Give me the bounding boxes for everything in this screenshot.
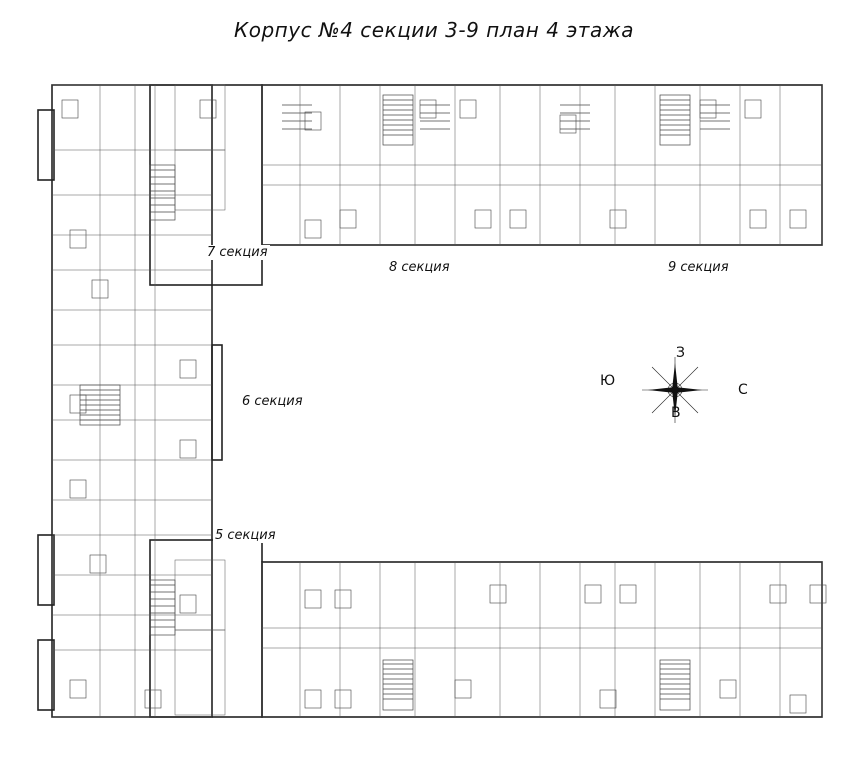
stair-bottom-2: [659, 659, 691, 711]
section-label-6: 6 секция: [240, 394, 305, 409]
apartment-plaque-12: [609, 209, 627, 229]
apartment-plaque-27: [789, 694, 807, 714]
apartment-plaque-6: [699, 99, 717, 119]
apartment-plaque-18: [584, 584, 602, 604]
apartment-plaque-37: [144, 689, 162, 709]
wing-bottom-outline: [261, 561, 823, 718]
apartment-plaque-30: [69, 394, 87, 414]
page-title: Корпус №4 секции 3-9 план 4 этажа: [234, 18, 634, 42]
apartment-plaque-1: [199, 99, 217, 119]
connector-room-3: [174, 629, 226, 716]
apartment-plaque-36: [69, 679, 87, 699]
section-label-8: 8 секция: [387, 260, 452, 275]
apartment-plaque-17: [489, 584, 507, 604]
apartment-plaque-9: [339, 209, 357, 229]
balcony-right-0: [211, 344, 223, 461]
apartment-plaque-4: [459, 99, 477, 119]
apartment-plaque-26: [719, 679, 737, 699]
apartment-plaque-31: [179, 359, 197, 379]
apartment-plaque-3: [419, 99, 437, 119]
apartment-plaque-14: [789, 209, 807, 229]
apartment-plaque-24: [454, 679, 472, 699]
apartment-plaque-19: [619, 584, 637, 604]
apartment-plaque-2: [304, 111, 322, 131]
compass-north-label: З: [676, 345, 685, 361]
compass-rose-icon: [642, 357, 708, 423]
apartment-plaque-28: [69, 229, 87, 249]
apartment-plaque-21: [809, 584, 827, 604]
connector-room-1: [174, 149, 226, 211]
apartment-plaque-35: [179, 594, 197, 614]
balcony-left-1: [37, 534, 55, 606]
apartment-plaque-13: [749, 209, 767, 229]
apartment-plaque-32: [179, 439, 197, 459]
section-label-9: 9 секция: [666, 260, 731, 275]
apartment-plaque-23: [334, 689, 352, 709]
compass-south-label: В: [671, 405, 681, 421]
apartment-plaque-10: [474, 209, 492, 229]
apartment-plaque-20: [769, 584, 787, 604]
balcony-left-2: [37, 639, 55, 711]
apartment-plaque-15: [304, 589, 322, 609]
compass-west-label: Ю: [600, 373, 616, 389]
compass-east-label: С: [738, 382, 748, 398]
section-label-5: 5 секция: [213, 528, 278, 543]
balcony-left-0: [37, 109, 55, 181]
section-label-7: 7 секция: [205, 245, 270, 260]
apartment-plaque-8: [304, 219, 322, 239]
connector-bottom-outline: [149, 539, 263, 718]
stair-bottom-1: [382, 659, 414, 711]
apartment-plaque-5: [559, 114, 577, 134]
apartment-plaque-33: [69, 479, 87, 499]
apartment-plaque-16: [334, 589, 352, 609]
apartment-plaque-22: [304, 689, 322, 709]
apartment-plaque-34: [89, 554, 107, 574]
apartment-plaque-25: [599, 689, 617, 709]
apartment-plaque-0: [61, 99, 79, 119]
apartment-plaque-11: [509, 209, 527, 229]
wing-left-outline: [51, 84, 213, 718]
apartment-plaque-7: [744, 99, 762, 119]
